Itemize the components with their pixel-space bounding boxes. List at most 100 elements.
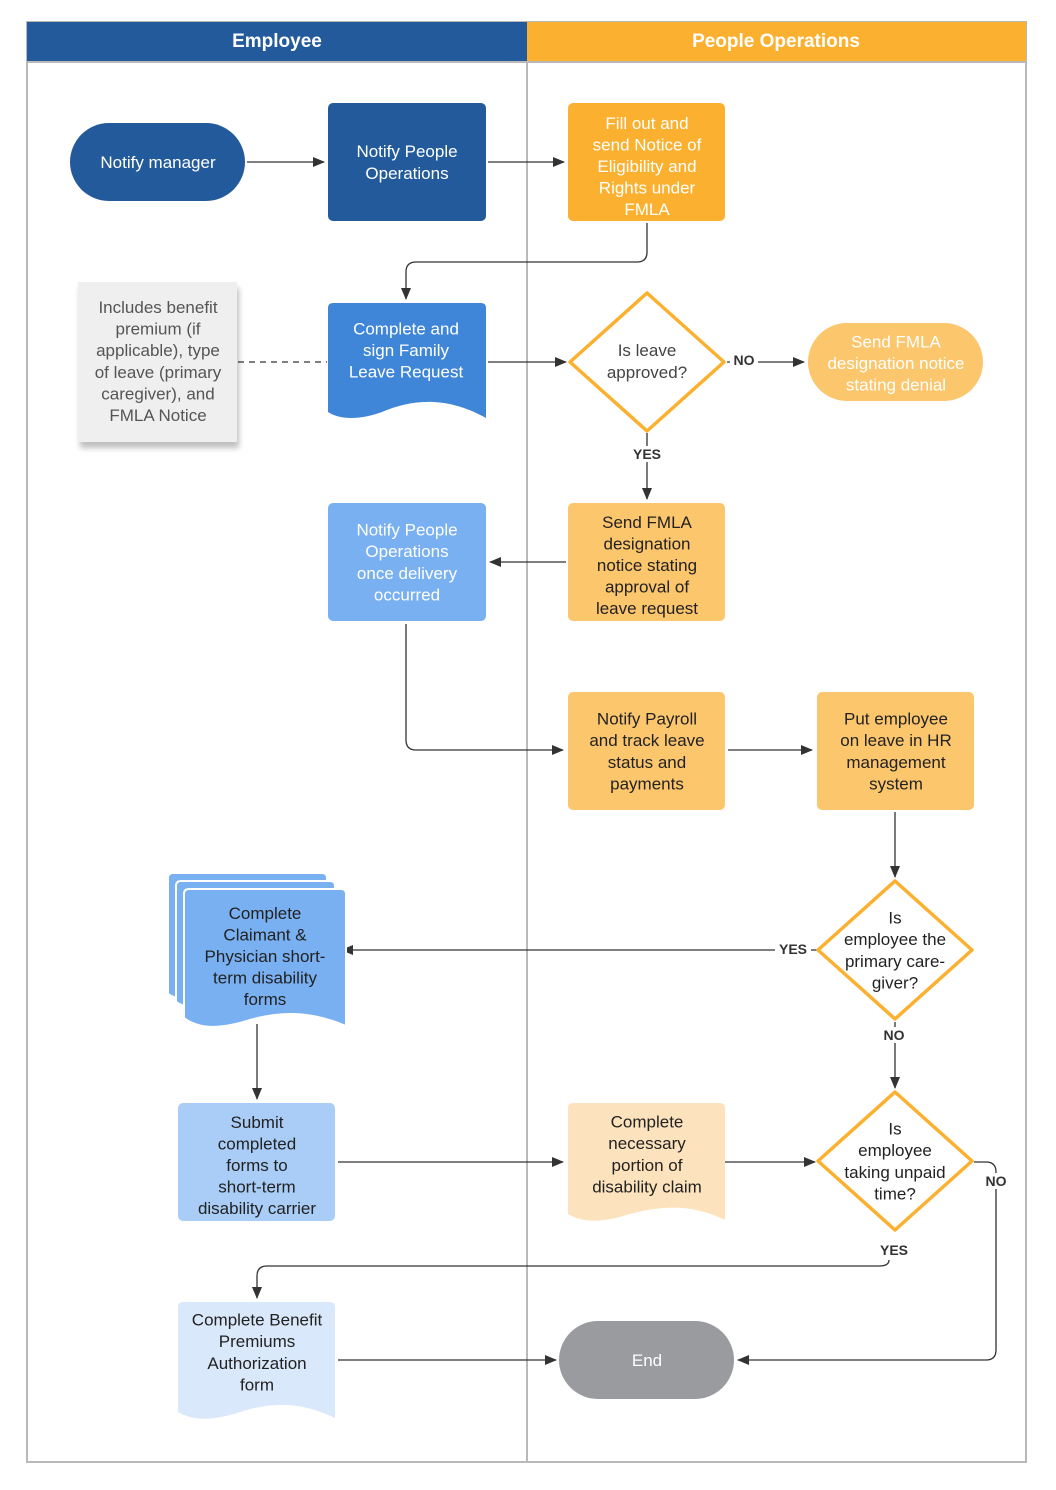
claimant-forms-label-line: forms (244, 990, 287, 1009)
send-denial-node[interactable] (808, 323, 983, 401)
fill-notice-label-line: Rights under (599, 179, 696, 198)
notify-payroll-node[interactable] (568, 692, 725, 810)
submit-forms-label-line: disability carrier (198, 1199, 316, 1218)
employee-lane-header (27, 22, 527, 62)
notify-delivery-label-line: Operations (365, 542, 448, 561)
notify-delivery-node[interactable] (328, 503, 486, 621)
claimant-forms-node[interactable] (167, 872, 347, 1028)
send-approval-label-line: notice stating (597, 556, 697, 575)
submit-forms-label-line: completed (218, 1134, 296, 1153)
fill-notice-label-line: Eligibility and (597, 157, 696, 176)
notify-manager-label: Notify manager (100, 153, 216, 172)
unpaid-time-label-line: taking unpaid (844, 1163, 945, 1182)
unpaid-no-label: NO (986, 1173, 1007, 1189)
caregiver-yes-label: YES (779, 941, 807, 957)
end-label-line: End (632, 1351, 662, 1370)
edge-fill-to-complete (401, 223, 648, 300)
leave-approved-label-line: Is leave (618, 341, 677, 360)
fill-notice-label-line: Fill out and (605, 114, 688, 133)
put-employee-node[interactable] (817, 692, 974, 810)
complete-sign-label-line: sign Family (363, 341, 449, 360)
notify-manager-label-line: Notify manager (100, 153, 216, 172)
includes-note-label-line: caregiver), and (101, 384, 214, 403)
caregiver-no-label: NO (884, 1027, 905, 1043)
put-employee-label-line: management (846, 753, 946, 772)
put-employee-label-line: on leave in HR (840, 731, 952, 750)
send-approval-label-line: Send FMLA (602, 513, 692, 532)
complete-sign-label-line: Complete and (353, 319, 459, 338)
notify-people-ops-node[interactable] (328, 103, 486, 221)
put-employee-label-line: system (869, 774, 923, 793)
send-denial-label-line: stating denial (846, 376, 946, 395)
claimant-forms-label-line: term disability (213, 969, 317, 988)
claimant-forms-label-line: Claimant & (223, 925, 307, 944)
complete-sign-node[interactable] (328, 303, 486, 418)
notify-payroll-label-line: payments (610, 774, 684, 793)
connectors (238, 157, 997, 1365)
submit-forms-node[interactable] (178, 1103, 335, 1221)
includes-note-label-line: applicable), type (96, 341, 220, 360)
unpaid-yes-label: YES (880, 1242, 908, 1258)
notify-payroll-label-line: status and (608, 753, 686, 772)
fill-notice-label-line: FMLA (624, 200, 670, 219)
notify-delivery-label-line: occurred (374, 585, 440, 604)
notify-payroll-label-line: Notify Payroll (597, 710, 697, 729)
notify-delivery-label-line: Notify People (356, 521, 457, 540)
notify-people-ops-label-line: Operations (365, 164, 448, 183)
benefit-premiums-label-line: form (240, 1375, 274, 1394)
includes-note-label-line: Includes benefit (98, 298, 217, 317)
notify-people-ops-label-line: Notify People (356, 142, 457, 161)
notify-payroll-label-line: and track leave (589, 731, 704, 750)
primary-caregiver-label-line: Is (888, 909, 901, 928)
includes-note-label-line: FMLA Notice (109, 406, 206, 425)
complete-portion-node[interactable] (568, 1103, 725, 1221)
employee-lane-body (26, 21, 528, 1463)
claimant-forms-label-line: Complete (229, 904, 302, 923)
complete-portion-label-line: Complete (611, 1113, 684, 1132)
notify-payroll-label: Notify Payroll and track leave status and p… (589, 710, 704, 794)
edge-labels: NO YES YES NO NO YES (628, 352, 1011, 1258)
fill-notice-node[interactable] (568, 103, 725, 221)
send-approval-node[interactable] (568, 503, 725, 621)
edge-unpaid-no (737, 1161, 997, 1365)
includes-note (78, 282, 237, 442)
benefit-premiums-node[interactable] (178, 1302, 335, 1419)
approved-yes-label: YES (633, 446, 661, 462)
notify-manager-node[interactable] (70, 123, 245, 201)
send-approval-label-line: approval of (605, 578, 689, 597)
people-ops-lane-header (527, 22, 1026, 62)
benefit-premiums-label-line: Complete Benefit (192, 1311, 323, 1330)
approved-no-label: NO (734, 352, 755, 368)
submit-forms-label-line: short-term (218, 1178, 295, 1197)
complete-portion-label-line: necessary (608, 1134, 686, 1153)
leave-approved-decision[interactable] (568, 291, 726, 433)
benefit-premiums-label-line: Premiums (219, 1332, 296, 1351)
put-employee-label-line: Put employee (844, 710, 948, 729)
unpaid-time-label-line: employee (858, 1141, 932, 1160)
notify-delivery-label-line: once delivery (357, 564, 458, 583)
end-node[interactable] (559, 1321, 734, 1399)
complete-sign-label-line: Leave Request (349, 363, 464, 382)
complete-portion-label-line: portion of (612, 1156, 683, 1175)
primary-caregiver-label-line: giver? (872, 973, 918, 992)
edge-delivery-to-payroll (405, 624, 564, 755)
primary-caregiver-decision[interactable] (816, 879, 974, 1021)
send-approval-label-line: designation (604, 534, 691, 553)
send-denial-label-line: Send FMLA (851, 332, 941, 351)
people-ops-lane-title: People Operations (692, 31, 860, 52)
unpaid-time-decision[interactable] (816, 1090, 974, 1232)
employee-lane-title: Employee (232, 31, 322, 52)
